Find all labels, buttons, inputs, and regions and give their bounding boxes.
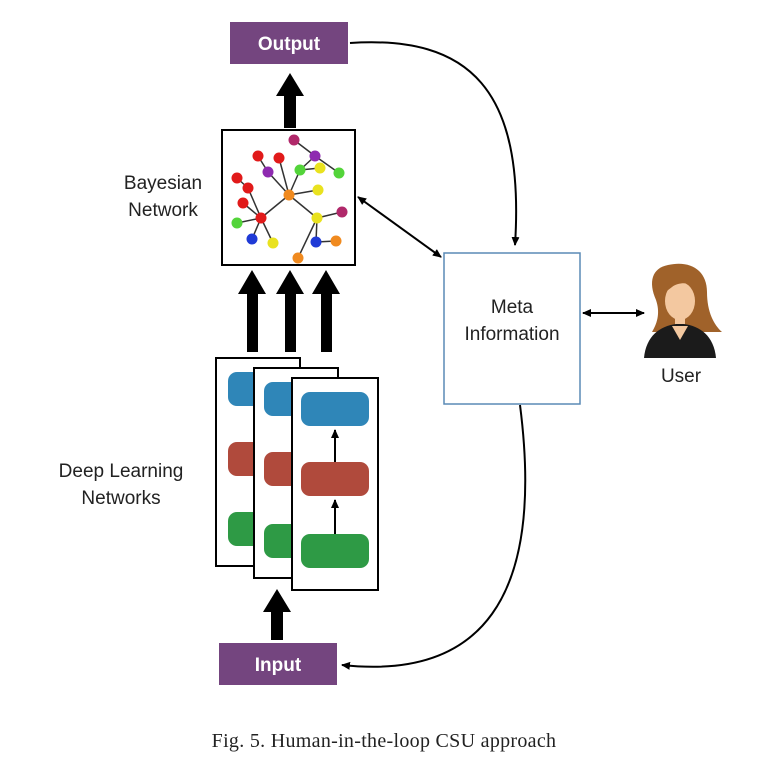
bn-node: [336, 206, 348, 218]
bn-node: [283, 189, 295, 201]
user-label: User: [661, 366, 702, 387]
bn-node: [330, 235, 342, 247]
bn-node: [312, 184, 324, 196]
arrow-bayesian-to-output: [276, 73, 304, 128]
bn-node: [294, 164, 306, 176]
arrows-dl-to-bayesian: [238, 270, 340, 352]
bn-node: [273, 152, 285, 164]
dl-layer-green: [301, 534, 369, 568]
dl-label-line2: Networks: [81, 488, 160, 509]
bn-edge: [260, 194, 290, 219]
input-label: Input: [255, 655, 302, 676]
meta-label-line2: Information: [464, 324, 559, 345]
dl-label-line1: Deep Learning: [59, 461, 184, 482]
bn-node: [242, 182, 254, 194]
meta-information-box: Meta Information: [443, 252, 581, 405]
bn-node: [231, 172, 243, 184]
user-icon: [644, 263, 722, 358]
bn-node: [237, 197, 249, 209]
arrow-output-to-meta: [349, 41, 520, 246]
figure-caption: Fig. 5. Human-in-the-loop CSU approach: [211, 730, 557, 752]
bn-node: [309, 150, 321, 162]
bn-node: [255, 212, 267, 224]
bn-node: [311, 212, 323, 224]
dl-layer-blue: [301, 392, 369, 426]
bayesian-network-box: [221, 129, 356, 266]
bn-node: [288, 134, 300, 146]
bn-node: [252, 150, 264, 162]
output-label: Output: [258, 34, 321, 55]
bn-node: [310, 236, 322, 248]
arrow-bayesian-meta: [357, 196, 442, 258]
arrow-meta-to-input: [341, 404, 527, 670]
bn-node: [314, 162, 326, 174]
bn-edge: [278, 157, 290, 196]
arrow-input-to-dl: [263, 589, 291, 640]
bn-edge: [297, 217, 318, 259]
output-box: Output: [230, 22, 348, 64]
bn-edge: [288, 194, 318, 219]
bn-node: [246, 233, 258, 245]
bn-node: [267, 237, 279, 249]
deep-learning-stack: [215, 357, 379, 591]
bn-node: [231, 217, 243, 229]
dl-panel-front: [291, 377, 379, 591]
meta-label-line1: Meta: [491, 297, 534, 318]
bayesian-graph: [231, 134, 348, 264]
input-box: Input: [219, 643, 337, 685]
bn-node: [333, 167, 345, 179]
dl-layer-red: [301, 462, 369, 496]
bn-node: [292, 252, 304, 264]
bayesian-label-line2: Network: [128, 200, 198, 221]
bn-node: [262, 166, 274, 178]
bayesian-label-line1: Bayesian: [124, 173, 202, 194]
